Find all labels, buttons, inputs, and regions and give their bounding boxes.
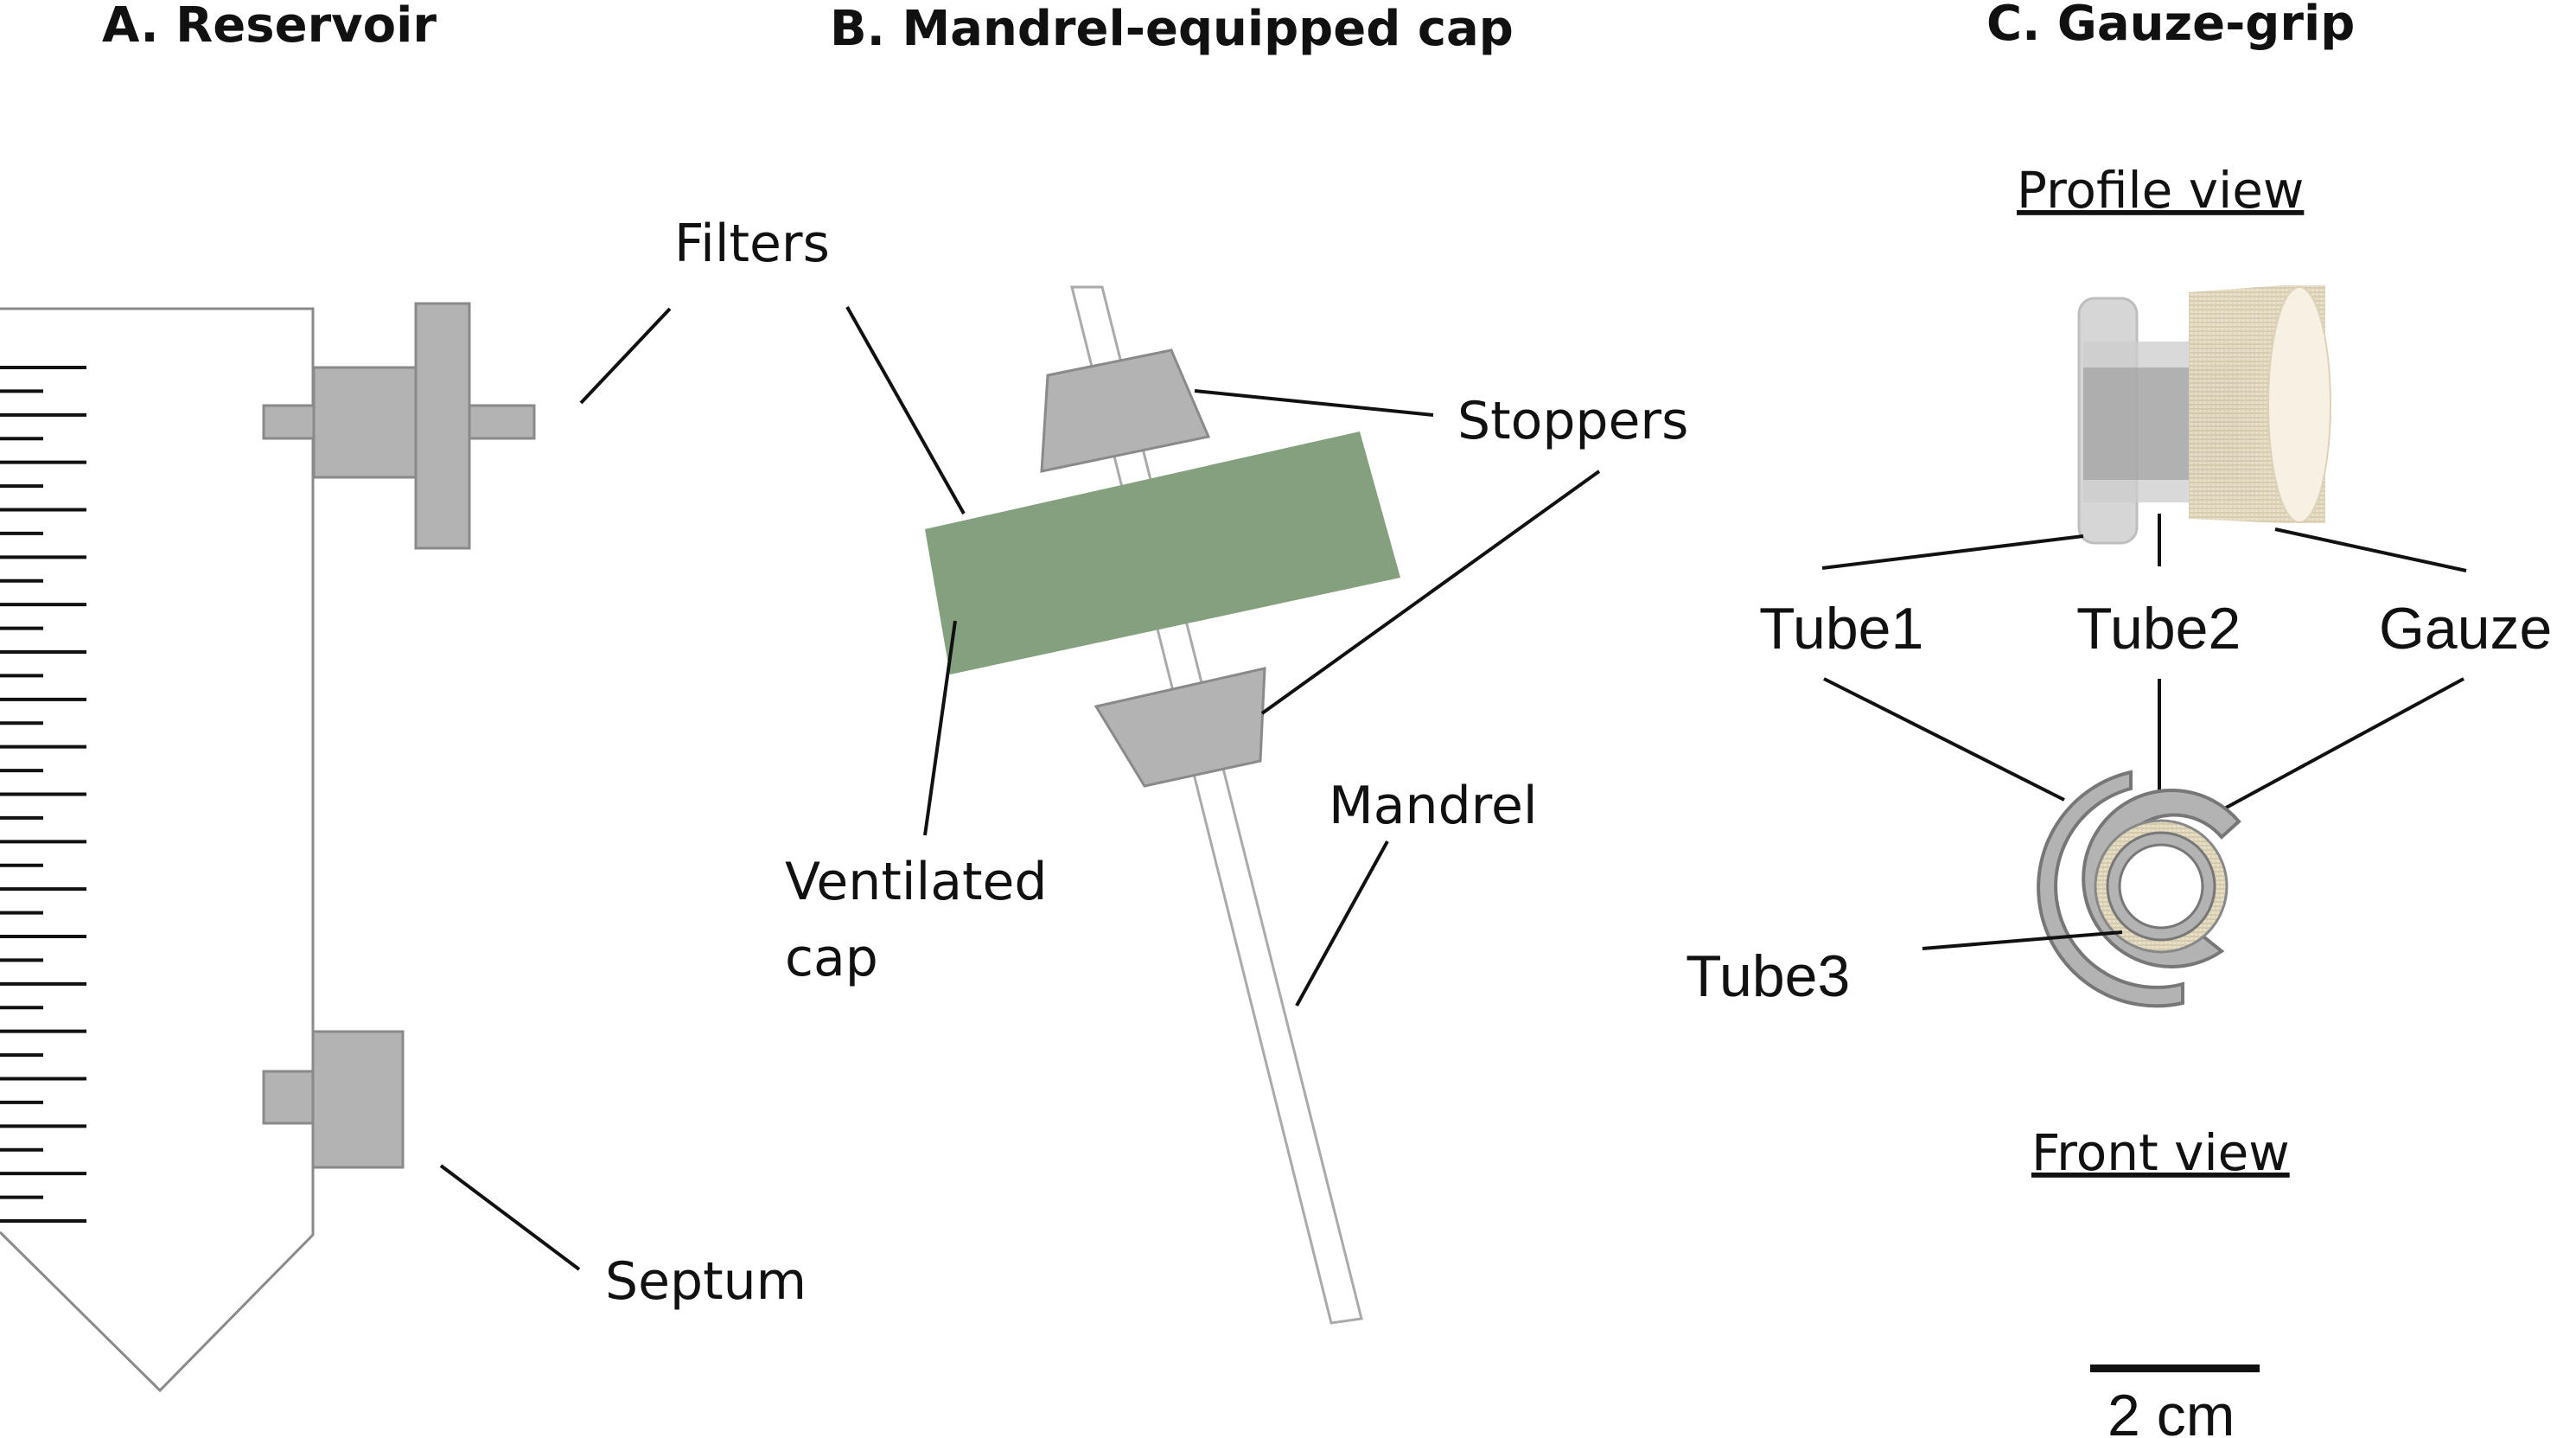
filters-leader-b xyxy=(845,306,966,514)
gauze-end-face xyxy=(2267,286,2331,523)
septum-part xyxy=(262,1030,405,1169)
gauze-label: Gauze xyxy=(2379,596,2552,661)
mandrel-cap-diagram xyxy=(925,285,1400,1325)
front-view-label: Front view xyxy=(2031,1123,2290,1182)
filters-label: Filters xyxy=(674,214,830,274)
tube1-label: Tube1 xyxy=(1759,596,1923,661)
mandrel-leader xyxy=(1295,840,1389,1007)
gauze-grip-front xyxy=(2037,770,2254,1008)
tube1-front xyxy=(2037,770,2184,1008)
panel-a-title: A. Reservoir xyxy=(102,0,437,54)
scale-bar xyxy=(2090,1365,2260,1372)
ventilated-cap-label-line1: Ventilated xyxy=(785,852,1048,912)
ventilated-cap-leader xyxy=(923,620,957,836)
scale-label: 2 cm xyxy=(2107,1383,2235,1438)
graduation-ticks xyxy=(0,366,86,1223)
stoppers-leader-lower xyxy=(1260,470,1601,715)
tube3-leader xyxy=(1922,930,2123,950)
tube1-leader-top xyxy=(1821,534,2084,570)
gauze-leader-top xyxy=(2274,527,2467,572)
lower-stopper xyxy=(1094,667,1266,788)
top-filter xyxy=(262,302,536,550)
panel-c-title: C. Gauze-grip xyxy=(1986,0,2355,52)
stoppers-label: Stoppers xyxy=(1457,391,1688,451)
tube1-leader-bottom xyxy=(1823,677,2065,802)
upper-stopper xyxy=(1040,348,1211,473)
mandrel-label: Mandrel xyxy=(1329,776,1538,836)
gauze-grip-profile xyxy=(2077,285,2331,545)
gauze-leader-bottom xyxy=(2208,677,2464,819)
panel-b-title: B. Mandrel-equipped cap xyxy=(830,1,1514,57)
septum-leader xyxy=(439,1164,581,1271)
ventilated-cap-label-line2: cap xyxy=(785,928,878,988)
filters-leader-a xyxy=(579,307,672,405)
tube3-lumen xyxy=(2118,843,2204,930)
stoppers-leader-upper xyxy=(1194,389,1434,417)
reservoir-outline xyxy=(0,307,315,1393)
reservoir-diagram xyxy=(0,302,536,1393)
tube2-label: Tube2 xyxy=(2076,596,2241,661)
septum-label: Septum xyxy=(605,1251,807,1312)
ventilated-cap-body xyxy=(925,431,1400,674)
profile-view-label: Profile view xyxy=(2017,161,2304,220)
tube3-label: Tube3 xyxy=(1686,943,1850,1009)
